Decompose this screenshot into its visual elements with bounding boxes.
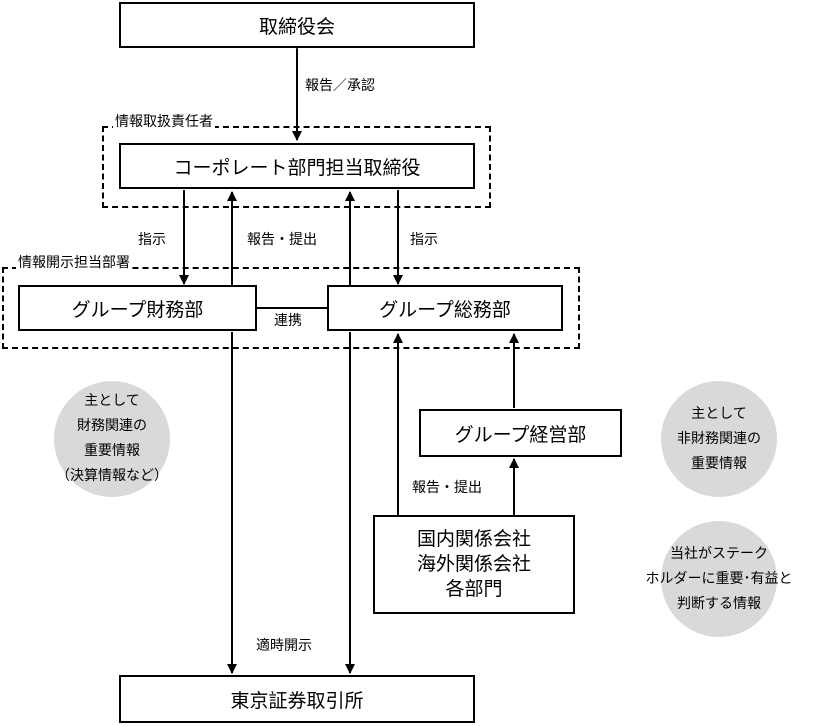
affiliates-line-overseas: 海外関係会社	[416, 553, 531, 575]
tse-box: 東京証券取引所	[119, 675, 475, 723]
note-stakeholder-line-2: ホルダーに重要･有益と	[645, 570, 793, 587]
label-report-submit-top: 報告・提出	[247, 232, 317, 248]
label-instruct-right: 指示	[410, 232, 438, 248]
group-general-affairs-box: グループ総務部	[327, 285, 563, 331]
note-stakeholder-line-3: 判断する情報	[677, 595, 761, 612]
note-stakeholder: 当社がステーク ホルダーに重要･有益と 判断する情報	[646, 521, 793, 637]
note-financial: 主として 財務関連の 重要情報 （決算情報など）	[54, 381, 170, 497]
label-report-approval: 報告／承認	[305, 78, 375, 94]
note-non-financial: 主として 非財務関連の 重要情報	[661, 381, 777, 497]
note-non-financial-line-2: 非財務関連の	[677, 430, 761, 447]
note-non-financial-line-3: 重要情報	[691, 455, 747, 472]
board-box: 取締役会	[119, 2, 475, 48]
affiliates-box: 国内関係会社 海外関係会社 各部門	[373, 515, 575, 614]
affiliates-line-domestic: 国内関係会社	[416, 528, 531, 550]
label-instruct-left: 指示	[138, 232, 166, 248]
disclosure-dept-group-label: 情報開示担当部署	[16, 255, 132, 271]
note-financial-line-2: 財務関連の	[77, 418, 147, 434]
corporate-officer-box: コーポレート部門担当取締役	[119, 143, 475, 189]
info-officer-group	[102, 126, 491, 208]
label-report-submit-bottom: 報告・提出	[412, 480, 482, 496]
affiliates-line-departments: 各部門	[445, 578, 503, 600]
note-financial-line-3: 重要情報	[84, 443, 140, 459]
label-timely-disclosure: 適時開示	[256, 638, 312, 654]
note-financial-line-1: 主として	[84, 393, 140, 409]
label-collaboration: 連携	[274, 313, 302, 329]
disclosure-dept-group	[2, 267, 580, 349]
info-officer-group-label: 情報取扱責任者	[113, 114, 215, 130]
group-finance-box: グループ財務部	[18, 285, 257, 331]
note-non-financial-line-1: 主として	[691, 405, 747, 422]
note-financial-line-4: （決算情報など）	[56, 468, 168, 484]
group-management-box: グループ経営部	[419, 409, 622, 457]
note-stakeholder-line-1: 当社がステーク	[670, 545, 768, 562]
